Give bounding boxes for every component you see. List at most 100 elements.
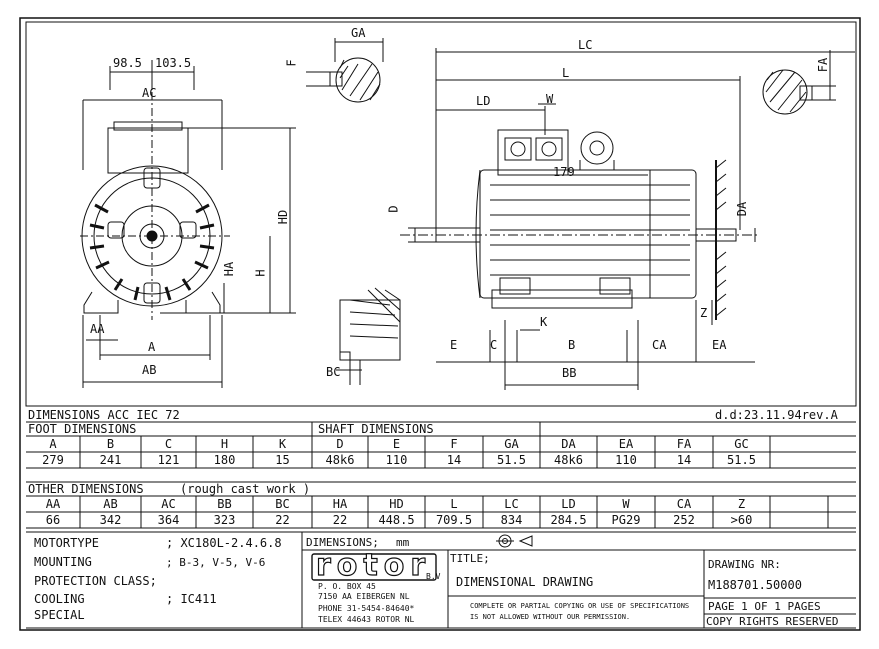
dim-fa: FA — [816, 57, 831, 73]
dim-bc: BC — [326, 365, 341, 379]
dim-ab: AB — [142, 363, 157, 377]
foot-val-c: 121 — [157, 453, 180, 467]
shaft-val-f: 14 — [446, 453, 462, 467]
other-col-bc: BC — [275, 497, 290, 511]
dim-179: 179 — [553, 165, 575, 179]
copy-rights: COPY RIGHTS RESERVED — [706, 615, 839, 628]
foot-col-b: B — [106, 437, 115, 451]
dim-h: H — [253, 269, 268, 277]
dim-bb: BB — [562, 366, 577, 380]
cooling-label: COOLING — [34, 592, 85, 606]
dim-da: DA — [735, 201, 750, 217]
shaft-val-ea: 110 — [615, 453, 637, 467]
other-col-lc: LC — [504, 497, 519, 511]
other-col-l: L — [450, 497, 458, 511]
foot-dimensions-label: FOOT DIMENSIONS — [28, 422, 137, 436]
shaft-col-gc: GC — [734, 437, 749, 451]
dim-d: D — [386, 205, 401, 213]
motortype-label: MOTORTYPE — [34, 536, 100, 550]
other-val-w: PG29 — [611, 513, 641, 527]
other-val-lc: 834 — [500, 513, 523, 527]
shaft-col-e: E — [392, 437, 401, 451]
rotor-logo-suffix: B.V — [426, 572, 441, 581]
foot-col-k: K — [278, 437, 287, 451]
motortype-value: ; XC180L-2.4.6.8 — [166, 536, 282, 550]
shaft-col-d: D — [336, 437, 344, 451]
other-col-hd: HD — [389, 497, 404, 511]
other-col-ha: HA — [332, 497, 348, 511]
other-dimensions-note: (rough cast work ) — [180, 482, 311, 496]
shaft-col-f: F — [450, 437, 458, 451]
shaft-val-ga: 51.5 — [497, 453, 526, 467]
company-phone: PHONE 31-5454-84640* — [318, 604, 415, 613]
other-col-ld: LD — [561, 497, 576, 511]
dim-w: W — [546, 92, 554, 106]
foot-col-c: C — [164, 437, 173, 451]
shaft-col-fa: FA — [676, 437, 692, 451]
other-val-aa: 66 — [45, 513, 61, 527]
shaft-val-d: 48k6 — [325, 453, 355, 467]
revision-date: d.d:23.11.94rev.A — [715, 408, 838, 422]
page-count: PAGE 1 OF 1 PAGES — [708, 600, 821, 613]
mounting-value: ; B-3, V-5, V-6 — [166, 556, 266, 569]
other-val-ac: 364 — [157, 513, 180, 527]
other-col-ab: AB — [103, 497, 118, 511]
dim-z: Z — [700, 306, 708, 320]
front-view — [80, 60, 296, 388]
other-dimensions-label: OTHER DIMENSIONS — [28, 482, 144, 496]
dim-ga: GA — [351, 26, 366, 40]
dim-l: L — [562, 66, 570, 80]
other-val-ha: 22 — [332, 513, 348, 527]
other-val-z: >60 — [730, 513, 753, 527]
drawing-area-frame — [25, 21, 857, 407]
other-col-ca: CA — [676, 497, 692, 511]
company-telex: TELEX 44643 ROTOR NL — [318, 615, 415, 624]
drawing-number-value: M188701.50000 — [708, 578, 802, 592]
shaft-section-right — [762, 50, 836, 115]
company-address-1: P. O. BOX 45 — [318, 582, 376, 591]
partial-section-bc — [336, 287, 401, 385]
rotor-logo: rotor — [315, 548, 432, 583]
other-col-w: W — [622, 497, 630, 511]
special-label: SPECIAL — [34, 608, 85, 622]
drawing-number-label: DRAWING NR: — [708, 558, 781, 571]
dim-ea: EA — [712, 338, 727, 352]
dim-lc: LC — [578, 38, 593, 52]
dim-hd: HD — [276, 209, 291, 225]
shaft-val-gc: 51.5 — [727, 453, 756, 467]
other-col-z: Z — [737, 497, 746, 511]
company-address-2: 7150 AA EIBERGEN NL — [318, 592, 410, 601]
dimensions-unit: mm — [396, 536, 410, 549]
dim-ld: LD — [476, 94, 491, 108]
dim-b: B — [568, 338, 576, 352]
table-grid — [26, 421, 856, 629]
shaft-section-left — [306, 38, 384, 103]
other-val-bb: 323 — [213, 513, 236, 527]
table-title: DIMENSIONS ACC IEC 72 — [28, 408, 180, 422]
copyright-notice-1: COMPLETE OR PARTIAL COPYING OR USE OF SP… — [470, 602, 690, 610]
dim-a: A — [148, 340, 156, 354]
shaft-dimensions-label: SHAFT DIMENSIONS — [318, 422, 434, 436]
dim-aa: AA — [90, 322, 105, 336]
shaft-col-da: DA — [561, 437, 576, 451]
foot-val-b: 241 — [99, 453, 122, 467]
cooling-value: ; IC411 — [166, 592, 217, 606]
outer-frame — [19, 17, 861, 631]
dim-ha: HA — [222, 261, 237, 277]
dim-103-5: 103.5 — [155, 56, 192, 70]
copyright-notice-2: IS NOT ALLOWED WITHOUT OUR PERMISSION. — [470, 613, 631, 621]
other-val-hd: 448.5 — [378, 513, 415, 527]
mounting-label: MOUNTING — [34, 555, 92, 569]
other-col-aa: AA — [45, 497, 61, 511]
rotor-logo-frame — [311, 553, 437, 581]
shaft-col-ga: GA — [504, 437, 519, 451]
shaft-col-ea: EA — [618, 437, 634, 451]
dim-e: E — [450, 338, 458, 352]
other-val-ca: 252 — [673, 513, 695, 527]
title-label: TITLE; — [450, 552, 490, 565]
other-col-ac: AC — [161, 497, 176, 511]
dim-ac: AC — [142, 86, 157, 100]
dim-ca: CA — [652, 338, 667, 352]
